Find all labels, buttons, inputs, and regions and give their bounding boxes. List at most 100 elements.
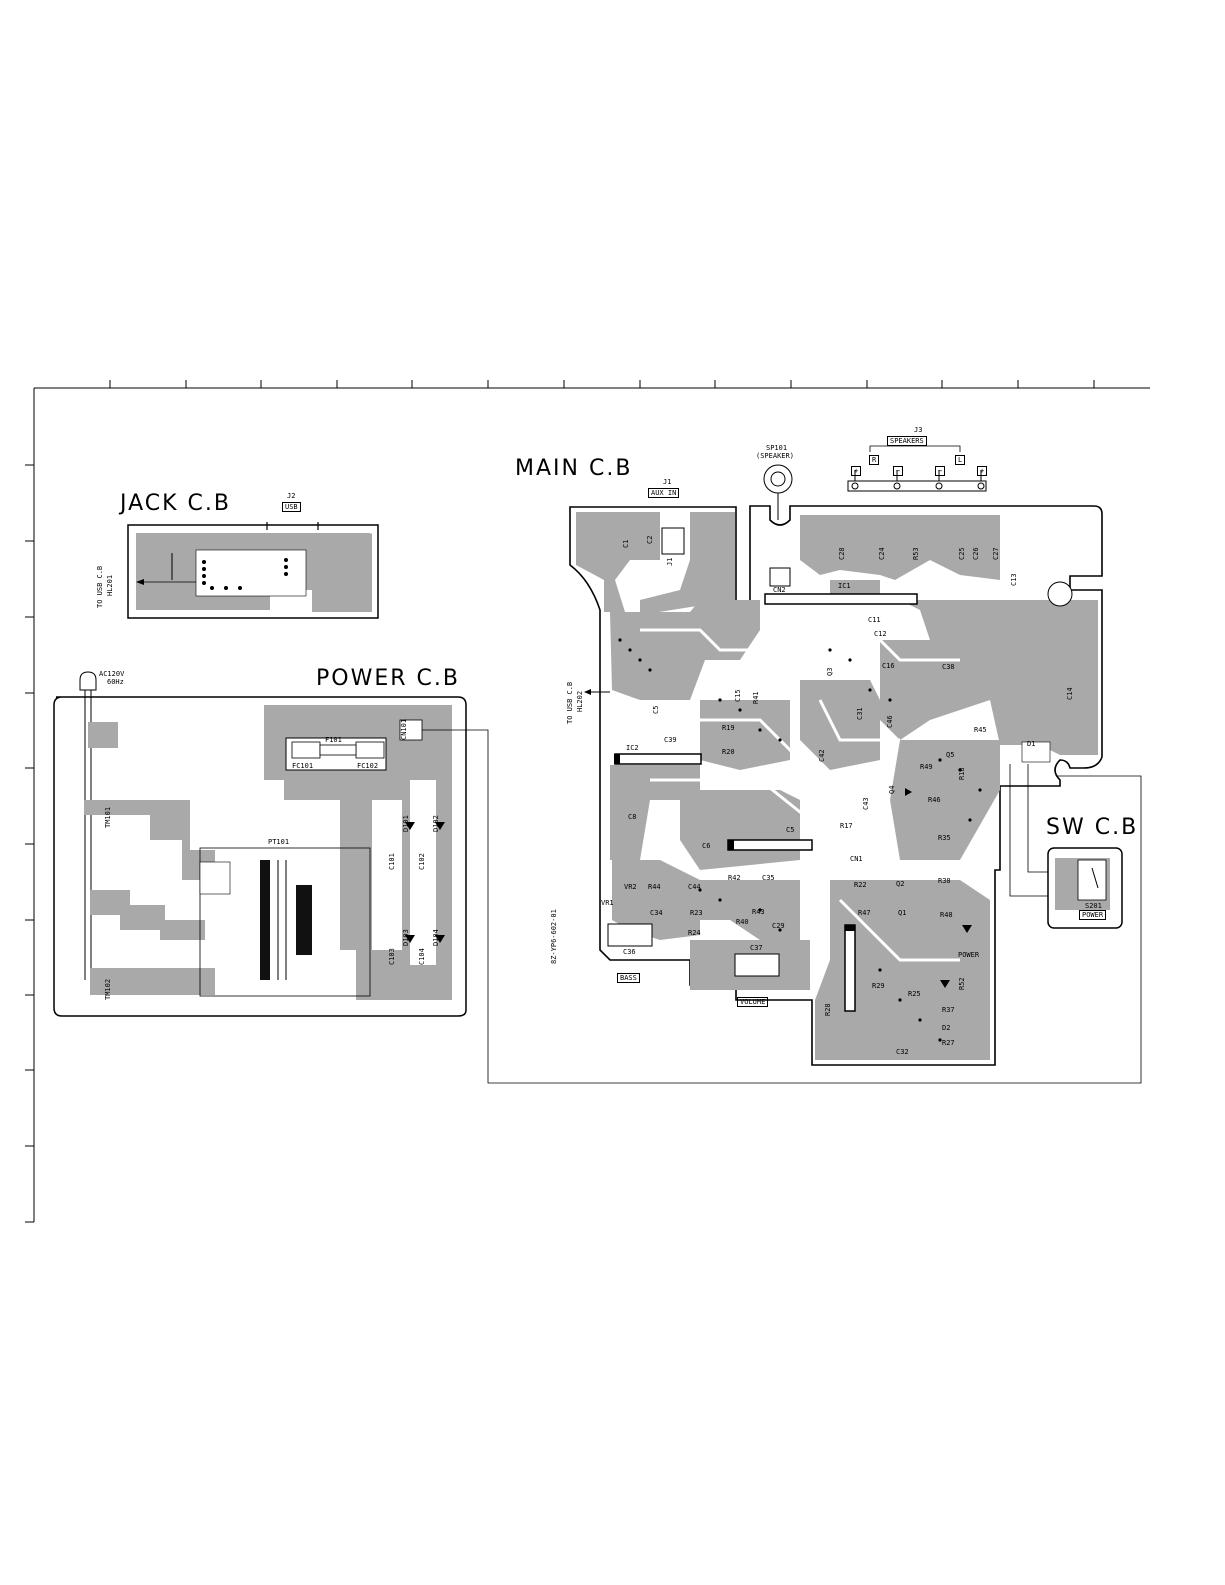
part-r17: VR2: [624, 883, 637, 891]
part-c2: C2: [646, 535, 654, 544]
j3-ref: J3: [914, 426, 923, 434]
part-r53: R53: [912, 547, 920, 560]
power-board: [53, 671, 1142, 1084]
part-cn101: CN101: [400, 718, 408, 740]
part-q3: C32: [896, 1048, 909, 1056]
part-c16: C46: [886, 715, 894, 728]
part-r47: R35: [938, 834, 951, 842]
part-r44: C35: [762, 874, 775, 882]
part-r40: R23: [690, 909, 703, 917]
s201-label: POWER: [1079, 910, 1107, 920]
part-c101: C101: [388, 853, 396, 870]
part-c11: C11: [868, 616, 881, 624]
part-fc102: FC102: [357, 762, 379, 770]
part-c46: C31: [856, 707, 864, 720]
part-ic4: C6: [702, 842, 711, 850]
volume-label: VOLUME: [737, 997, 769, 1007]
polarity-minus-right: −: [893, 466, 904, 476]
part-c34: R43: [752, 908, 765, 916]
part-c36: R40: [736, 918, 749, 926]
jack-to-usb-pin: HL201: [106, 574, 114, 596]
part-d102: D102: [432, 815, 440, 832]
sp101-label: (SPEAKER): [756, 452, 794, 460]
part-r29: R27: [942, 1039, 955, 1047]
part-r43: R42: [728, 874, 741, 882]
s201-ref: S201: [1085, 902, 1102, 910]
part-c103: C103: [388, 948, 396, 965]
part-c45: C5: [786, 826, 795, 834]
part-ic1: IC1: [838, 582, 851, 590]
bass-label: BASS: [617, 973, 640, 983]
part-c28: C28: [838, 547, 846, 560]
j1-label: AUX IN: [648, 488, 680, 498]
part-q4: Q1: [898, 909, 907, 917]
part-r24: C34: [650, 909, 663, 917]
part-c15: C16: [882, 662, 895, 670]
drawing-frame: [25, 380, 1150, 1223]
part-r45: Q4: [888, 785, 896, 794]
part-c102: C102: [418, 853, 426, 870]
part-ic2: IC2: [626, 744, 639, 752]
part-r39: C44: [688, 883, 701, 891]
sw-board-title: SW C.B: [1046, 815, 1139, 840]
part-d1: R46: [928, 796, 941, 804]
part-c1: C1: [622, 539, 630, 548]
part-tm101: TM101: [104, 806, 112, 828]
part-pt101: PT101: [268, 838, 290, 846]
jack-board-title: JACK C.B: [120, 491, 231, 516]
part-c26: C26: [972, 547, 980, 560]
part-c12: C12: [874, 630, 887, 638]
jack-to-usb-label: TO USB C.B: [96, 565, 104, 608]
part-c42: C14: [1066, 687, 1074, 700]
part-r23: R44: [648, 883, 661, 891]
power-board-title: POWER C.B: [316, 666, 460, 691]
part-c24: C24: [878, 547, 886, 560]
part-d101: D101: [402, 815, 410, 832]
polarity-plus-right: +: [851, 466, 862, 476]
part-r46: Q5: [946, 751, 955, 759]
part-c38: C38: [942, 663, 955, 671]
part-r52: R47: [858, 909, 871, 917]
part-f101: F101: [325, 736, 342, 744]
part-r20: R20: [722, 748, 735, 756]
part-q5: Q2: [896, 880, 905, 888]
main-board: [569, 445, 1103, 1066]
part-r41: C15: [734, 689, 742, 702]
part-cn1: D1: [1027, 740, 1036, 748]
part-r19: R19: [722, 724, 735, 732]
part-d103: D103: [402, 929, 410, 946]
part-c39: C39: [664, 736, 677, 744]
part-vr2: C37: [750, 944, 763, 952]
part-c32: R29: [872, 982, 885, 990]
part-cn2: CN2: [773, 586, 786, 594]
part-c13: C13: [1010, 573, 1018, 586]
part-c104: C104: [418, 948, 426, 965]
part-r18: VR1: [601, 899, 614, 907]
ac-voltage-label: AC120V: [99, 670, 125, 678]
part-c8: C8: [628, 813, 637, 821]
board-part-number: 8Z-YP6-602-01: [550, 909, 558, 964]
ac-frequency-label: 60Hz: [107, 678, 124, 686]
part-r35: CN1: [850, 855, 863, 863]
j1-ref: J1: [663, 478, 672, 486]
main-to-usb-label: TO USB C.B: [566, 681, 574, 724]
part-vr1: C36: [623, 948, 636, 956]
part-r27: R37: [942, 1006, 955, 1014]
jack-board: [127, 522, 379, 619]
polarity-minus-left: −: [935, 466, 946, 476]
part-c27: C27: [992, 547, 1000, 560]
part-r38: R22: [854, 881, 867, 889]
part-tm102: TM102: [104, 978, 112, 1000]
part-c5: C5: [652, 705, 660, 714]
part-q2: R17: [840, 822, 853, 830]
main-to-usb-pin: HL202: [576, 690, 584, 712]
sw-board: [1009, 764, 1123, 929]
power-led-label: POWER: [958, 951, 980, 959]
part-c23: R41: [752, 691, 760, 704]
part-fc101: FC101: [292, 762, 314, 770]
part-c37: C29: [772, 922, 785, 930]
part-c29: R24: [688, 929, 701, 937]
part-d2: R52: [958, 977, 966, 990]
part-d104: D104: [432, 929, 440, 946]
